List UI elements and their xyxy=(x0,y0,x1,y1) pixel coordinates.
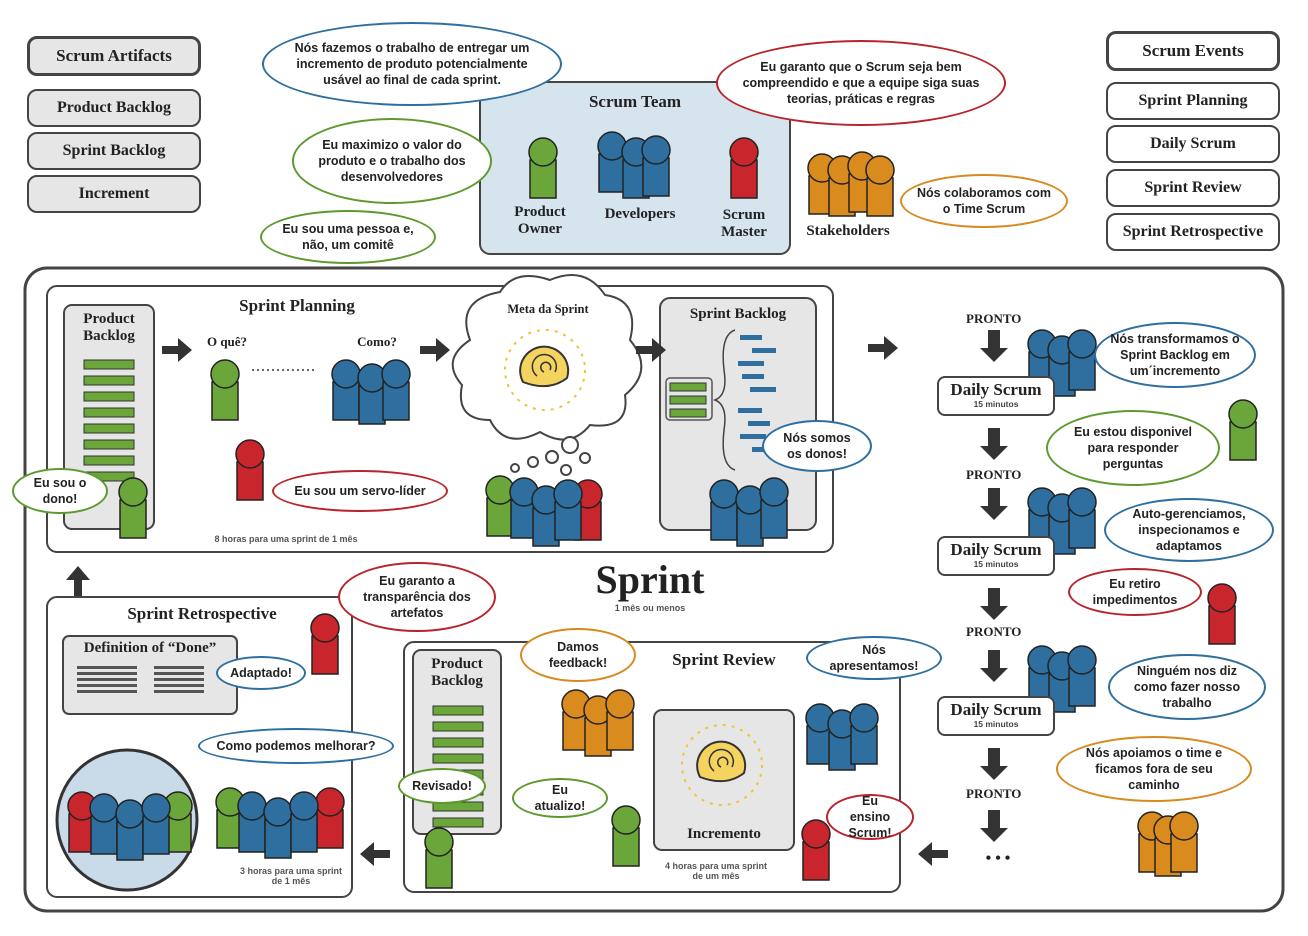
artifact-product-backlog[interactable]: Product Backlog xyxy=(27,89,201,127)
review-product-backlog: Product Backlog xyxy=(431,656,483,689)
bubble-developers-top: Nós fazemos o trabalho de entregar um in… xyxy=(262,22,562,106)
developers-label: Developers xyxy=(604,206,676,222)
scrum-master-label: Scrum Master xyxy=(721,207,767,240)
daily-ellipsis: • • • xyxy=(985,850,1011,867)
event-sprint-retrospective[interactable]: Sprint Retrospective xyxy=(1106,213,1280,251)
daily-scrum-3-label: Daily Scrum xyxy=(950,700,1042,719)
bubble-improve: Como podemos melhorar? xyxy=(198,728,394,764)
done-title: Definition of “Done” xyxy=(83,640,217,656)
daily-arrows xyxy=(980,330,1008,842)
daily-scrum-2-label: Daily Scrum xyxy=(950,540,1042,559)
product-owner-label: Product Owner xyxy=(514,204,566,237)
events-title: Scrum Events xyxy=(1106,31,1280,71)
bubble-impediments: Eu retiro impedimentos xyxy=(1068,568,1202,616)
daily-scrum-1-minutes: 15 minutos xyxy=(973,399,1019,409)
bubble-owner: Eu sou o dono! xyxy=(12,468,108,514)
event-sprint-planning[interactable]: Sprint Planning xyxy=(1106,82,1280,120)
pronto-2: PRONTO xyxy=(966,467,1022,482)
artifact-increment[interactable]: Increment xyxy=(27,175,201,213)
stakeholders-label: Stakeholders xyxy=(806,223,890,239)
bubble-transform: Nós transformamos o Sprint Backlog em um… xyxy=(1094,322,1256,388)
bubble-transparency: Eu garanto a transparência dos artefatos xyxy=(338,562,496,632)
bubble-present: Nós apresentamos! xyxy=(806,636,942,680)
artifact-sprint-backlog[interactable]: Sprint Backlog xyxy=(27,132,201,170)
what-label: O quê? xyxy=(206,334,248,349)
event-daily-scrum[interactable]: Daily Scrum xyxy=(1106,125,1280,163)
planning-title: Sprint Planning xyxy=(239,296,355,315)
how-label: Como? xyxy=(357,334,397,349)
sprint-backlog-title: Sprint Backlog xyxy=(689,306,787,322)
bubble-teach: Eu ensino Scrum! xyxy=(826,794,914,840)
event-sprint-review[interactable]: Sprint Review xyxy=(1106,169,1280,207)
daily-scrum-1-label: Daily Scrum xyxy=(950,380,1042,399)
retro-title: Sprint Retrospective xyxy=(127,604,277,623)
bubble-reviewed: Revisado! xyxy=(398,768,486,804)
bubble-po-value: Eu maximizo o valor do produto e o traba… xyxy=(292,118,492,204)
bubble-support: Nós apoiamos o time e ficamos fora de se… xyxy=(1056,736,1252,802)
bubble-sm-top: Eu garanto que o Scrum seja bem compreen… xyxy=(716,40,1006,126)
planning-duration: 8 horas para uma sprint de 1 mês xyxy=(214,534,358,544)
bubble-available: Eu estou disponivel para responder pergu… xyxy=(1046,410,1220,486)
backlog-items xyxy=(83,359,135,482)
bubble-self-manage: Auto-gerenciamos, inspecionamos e adapta… xyxy=(1104,498,1274,562)
review-title: Sprint Review xyxy=(672,650,776,669)
review-duration: 4 horas para uma sprint de um mês xyxy=(664,861,768,881)
artifacts-title: Scrum Artifacts xyxy=(27,36,201,76)
bubble-feedback: Damos feedback! xyxy=(520,628,636,682)
bubble-nobody: Ninguém nos diz como fazer nosso trabalh… xyxy=(1108,654,1266,720)
bubble-owners: Nós somos os donos! xyxy=(762,420,872,472)
pronto-3: PRONTO xyxy=(966,624,1022,639)
daily-scrum-2-minutes: 15 minutos xyxy=(973,559,1019,569)
bubble-update: Eu atualizo! xyxy=(512,778,608,818)
bubble-adapted: Adaptado! xyxy=(216,656,306,690)
pronto-1: PRONTO xyxy=(966,311,1022,326)
sprint-subtitle: 1 mês ou menos xyxy=(614,603,686,613)
planning-product-backlog: Product Backlog xyxy=(83,311,135,344)
retro-duration: 3 horas para uma sprint de 1 mês xyxy=(239,866,343,886)
bubble-servant: Eu sou um servo-líder xyxy=(272,470,448,512)
sprint-goal-label: Meta da Sprint xyxy=(507,302,589,316)
increment-label: Incremento xyxy=(687,826,761,842)
sprint-title: Sprint xyxy=(595,557,705,602)
daily-scrum-3-minutes: 15 minutos xyxy=(973,719,1019,729)
bubble-stakeholders: Nós colaboramos com o Time Scrum xyxy=(900,174,1068,228)
bubble-po-person: Eu sou uma pessoa e, não, um comitê xyxy=(260,210,436,264)
scrum-team-title: Scrum Team xyxy=(588,92,682,111)
pronto-4: PRONTO xyxy=(966,786,1022,801)
done-checklist xyxy=(77,666,204,693)
